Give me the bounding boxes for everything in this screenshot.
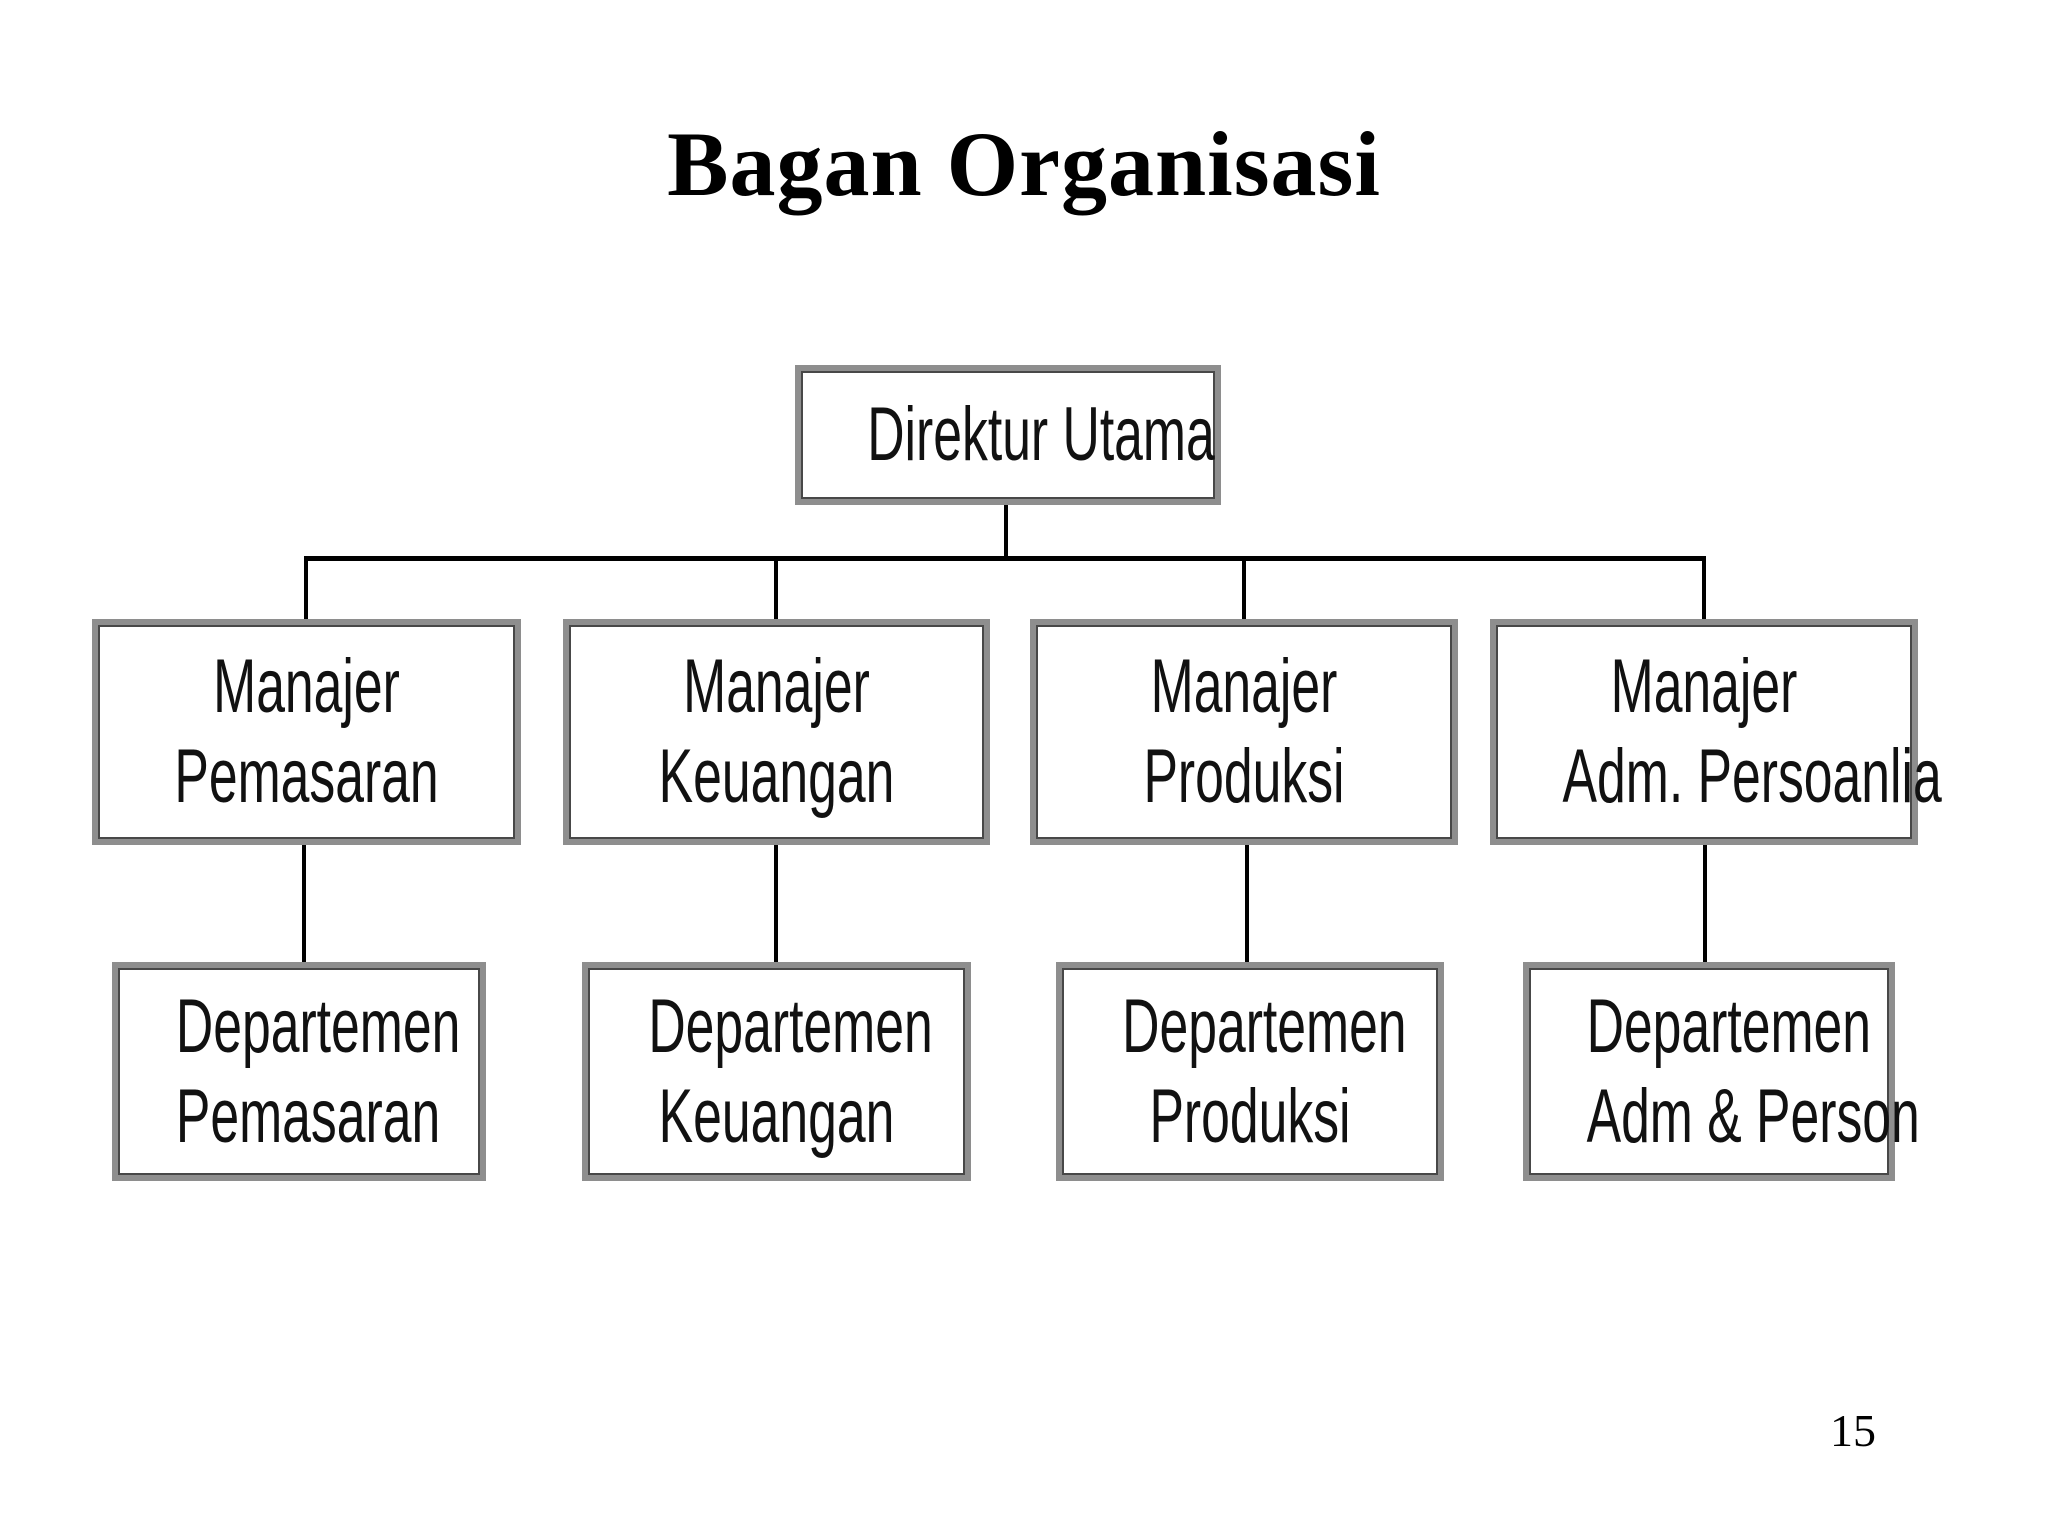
- org-box-label-line: Manajer: [1150, 644, 1338, 729]
- connector-root-drop: [1004, 500, 1008, 558]
- org-box-direktur-utama: Direktur Utama: [795, 365, 1221, 505]
- page-number: 15: [1830, 1405, 1876, 1456]
- org-box-label-line: Keuangan: [658, 734, 895, 819]
- connector-manajer-to-departemen-produksi: [1245, 843, 1249, 964]
- org-box-label-line: Produksi: [1149, 1073, 1351, 1159]
- connector-manajer-to-departemen-adm: [1703, 843, 1707, 964]
- org-box-label-line: Departemen: [1122, 983, 1407, 1069]
- connector-bus: [304, 556, 1706, 561]
- org-box-label-line: Produksi: [1143, 734, 1345, 819]
- org-box-label-line: Manajer: [683, 644, 870, 729]
- org-box-label-line: Departemen: [175, 983, 461, 1069]
- org-box-label-line: Adm. Persoanlia: [1562, 734, 1942, 819]
- connector-bus-to-manajer-adm: [1702, 556, 1706, 624]
- org-box-label-line: Keuangan: [658, 1073, 895, 1159]
- connector-bus-to-manajer-keuangan: [774, 556, 778, 624]
- connector-bus-to-manajer-produksi: [1242, 556, 1246, 624]
- connector-bus-to-manajer-pemasaran: [304, 556, 308, 624]
- org-box-label-line: Departemen: [1586, 983, 1871, 1069]
- org-box-label-line: Manajer: [1610, 644, 1798, 729]
- connector-manajer-to-departemen-pemasaran: [302, 843, 306, 964]
- org-box-label-line: Pemasaran: [175, 1073, 441, 1159]
- page-title: Bagan Organisasi: [667, 113, 1381, 215]
- org-box-label-line: Adm & Person: [1586, 1073, 1920, 1159]
- org-box-label-line: Manajer: [213, 644, 400, 729]
- org-box-label: Direktur Utama: [867, 392, 1215, 477]
- org-box-label-line: Pemasaran: [174, 734, 439, 819]
- connector-manajer-to-departemen-keuangan: [774, 843, 778, 964]
- org-box-label-line: Departemen: [648, 983, 933, 1069]
